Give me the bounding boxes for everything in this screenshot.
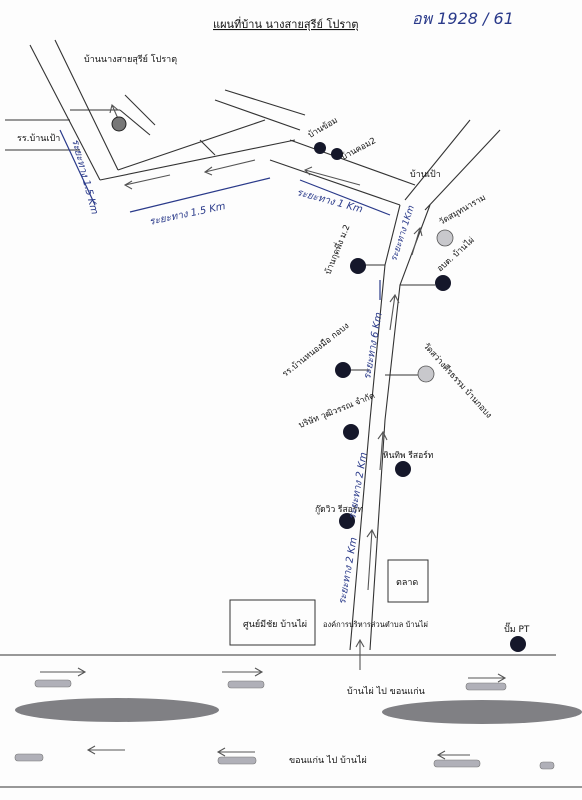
marker-wat-sawang[interactable] (417, 365, 435, 383)
marker-wat-samutnaram[interactable] (436, 229, 454, 247)
marker-kutwiwi[interactable] (339, 513, 355, 529)
label-kutwiwi: กู๊ดวิว รีสอร์ท (315, 504, 363, 515)
highway-median-right (382, 700, 582, 724)
lane-mark (217, 756, 257, 765)
center-box (229, 599, 316, 646)
document-number: อพ 1928 / 61 (412, 9, 514, 28)
label-market: ตลาด (396, 578, 418, 588)
road-long-bottom (99, 139, 296, 181)
marker-school-nongmuea[interactable] (335, 362, 351, 378)
road-mid-bottom (269, 159, 401, 206)
distance-lines (59, 129, 391, 300)
map-title: แผนที่บ้าน นางสายสุรีย์ โปราตุ (213, 16, 359, 31)
lane-mark (14, 753, 44, 762)
house-marker[interactable] (111, 116, 127, 132)
label-school-baopao: รร.บ้านเป้า (17, 133, 60, 144)
main-road-left (349, 204, 401, 651)
lane-house-right2 (124, 94, 156, 126)
arrow-right-icon (468, 673, 507, 683)
marker-ban-kudphung[interactable] (350, 258, 366, 274)
road-mid-top (289, 139, 416, 186)
distance-line (129, 177, 271, 213)
lane-mark (433, 759, 481, 768)
distance-line (299, 179, 391, 216)
distance-line (59, 129, 96, 206)
annotation-distance: ระยะทาง 2 Km (347, 451, 370, 520)
arrow-left-icon (304, 166, 361, 186)
highway (0, 654, 582, 788)
label-wat-samutnaram: วัดสมุทนาราม (438, 193, 488, 228)
marker-obt[interactable] (435, 275, 451, 291)
label-sao: องค์การบริหารส่วนตำบล บ้านไผ่ (323, 620, 428, 629)
arrow-left-icon (436, 750, 470, 760)
marker-pump[interactable] (510, 636, 526, 652)
label-ban-kudphung: บ้านกุดพึ่ง ม.2 (322, 223, 353, 276)
label-wat-sawang: วัดสว่างศีรธรรม บ้านกอบง (421, 341, 494, 421)
lane-house-right (119, 109, 151, 136)
arrow-right-icon (222, 667, 264, 677)
road-left-inner (54, 39, 119, 171)
annotation-distance: ระยะทาง 6 Km (362, 311, 385, 380)
road-branch-a (214, 99, 301, 131)
label-hinthip: หินทิพ รีสอร์ท (383, 450, 434, 461)
label-center: ศูนย์มีชัย บ้านไผ่ (243, 618, 307, 630)
marker-ban-ghom[interactable] (314, 142, 326, 154)
label-road-to-banphai: ขอนแก่น ไป บ้านไผ่ (289, 755, 367, 766)
arrow-left-icon (203, 159, 256, 176)
arrow-up-icon (377, 430, 388, 471)
arrow-left-icon (86, 745, 125, 755)
road-left-outer (29, 44, 101, 181)
road-stub (199, 139, 216, 156)
marker-hinthip[interactable] (395, 461, 411, 477)
lane-mark (34, 679, 72, 688)
lane-mark (465, 682, 507, 691)
arrow-up-icon (366, 528, 377, 591)
lane-mark (227, 680, 265, 689)
market-box (387, 559, 429, 603)
arrow-right-icon (40, 667, 87, 677)
marker-ban-khom2[interactable] (331, 148, 343, 160)
road-long-top (117, 119, 266, 171)
road-branch-b (224, 89, 306, 116)
road-network (5, 39, 501, 651)
arrow-left-icon (216, 747, 255, 757)
label-road-to-khonkaen: บ้านไผ่ ไป ขอนแก่น (347, 686, 425, 697)
lane-mark (539, 761, 555, 770)
arrow-up-icon (411, 226, 423, 256)
road-tr-1 (404, 119, 471, 201)
arrow-up-icon (355, 638, 365, 670)
label-ban-pao: บ้านเป้า (410, 169, 441, 180)
arrow-left-icon (123, 174, 171, 190)
label-ban-khom2: บ้านคอม2 (339, 135, 378, 162)
label-ban-ghom: บ้านข้อม (306, 115, 340, 141)
marker-company[interactable] (343, 424, 359, 440)
label-pump: ปั๊ม PT (504, 622, 530, 635)
landmark-markers (111, 116, 526, 652)
label-house: บ้านนางสายสุรีย์ โปราตุ (84, 53, 177, 65)
direction-arrows (40, 104, 507, 760)
label-company: บริษัท วุฒิวรรณ จำกัด (297, 391, 376, 431)
arrow-up-icon (389, 293, 400, 331)
road-tr-2 (424, 129, 501, 211)
highway-median-left (15, 698, 219, 722)
